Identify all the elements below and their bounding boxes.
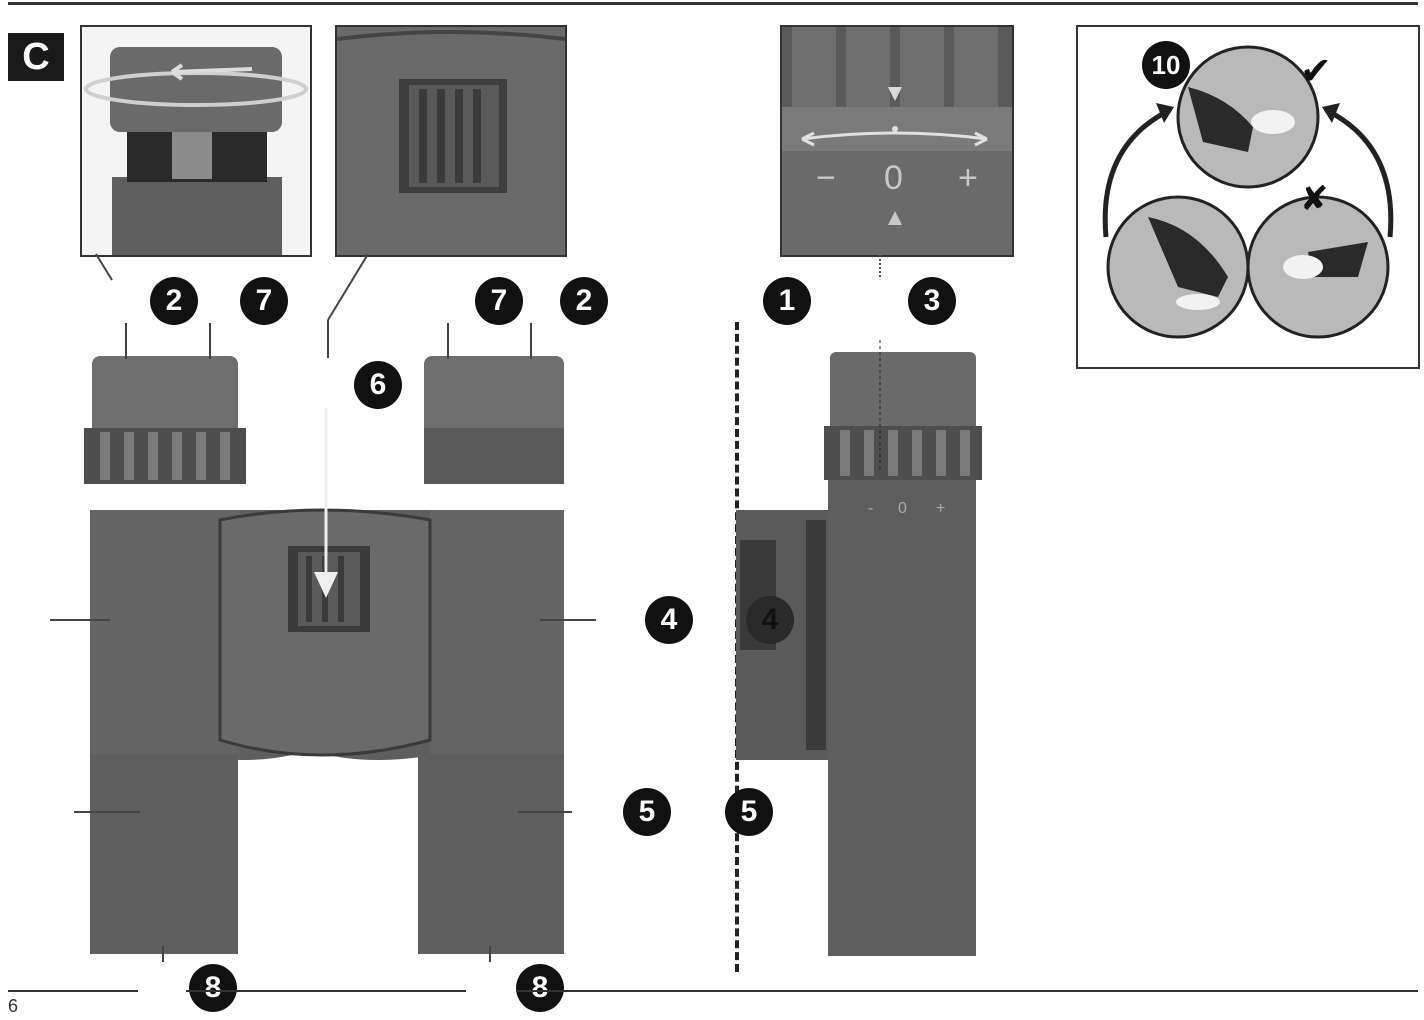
eyecup-inset (80, 25, 312, 257)
focus-wheel-illustration (337, 27, 565, 255)
bottom-rule-middle (186, 990, 466, 992)
callout-2-left: 2 (150, 277, 198, 325)
inset-leader-lines (95, 253, 369, 358)
side-scale-plus: + (936, 500, 946, 517)
side-scale-minus: - (868, 500, 874, 517)
callout-2-right: 2 (560, 277, 608, 325)
callout-6: 6 (354, 361, 402, 409)
callout-1: 1 (763, 277, 811, 325)
focus-wheel-inset (335, 25, 567, 257)
side-scale-zero: 0 (898, 500, 907, 517)
bottom-rule-left (8, 990, 138, 992)
callout-7-left: 7 (240, 277, 288, 325)
callout-3: 3 (908, 277, 956, 325)
wrong-cross: ✘ (1300, 179, 1329, 219)
leader-line-7a (209, 323, 211, 359)
leader-line-5b (518, 811, 572, 813)
page-number: 6 (8, 996, 19, 1016)
diopter-plus-label: + (958, 159, 978, 197)
eyecup-illustration (82, 27, 310, 255)
top-rule (8, 2, 1418, 5)
section-label: C (8, 33, 64, 81)
leader-line-4a (50, 619, 110, 621)
diopter-minus-label: − (816, 159, 836, 197)
alignment-illustration (1102, 45, 1394, 339)
diopter-inset: − 0 + (780, 25, 1014, 257)
callout-10: 10 (1142, 41, 1190, 89)
diopter-zero-label: 0 (884, 159, 903, 197)
leader-line-2b (530, 323, 532, 359)
callout-4-right: 4 (746, 596, 794, 644)
callout-8-right: 8 (516, 964, 564, 1012)
leader-line-5a (74, 811, 140, 813)
binoculars-side-view (736, 340, 982, 956)
diopter-leader-line (879, 255, 881, 277)
binoculars-front-view (84, 356, 564, 954)
leader-line-7b (447, 323, 449, 359)
callout-7-right: 7 (475, 277, 523, 325)
callout-5-right: 5 (725, 788, 773, 836)
leader-line-8a (162, 946, 164, 962)
callout-4-left: 4 (645, 596, 693, 644)
correct-checkmark: ✔ (1300, 49, 1332, 93)
bottom-rule-right (516, 990, 1418, 992)
diopter-illustration (782, 27, 1012, 255)
leader-line-2a (125, 323, 127, 359)
leader-line-4b (540, 619, 596, 621)
callout-8-left: 8 (189, 964, 237, 1012)
alignment-inset: ✔ ✘ 10 (1076, 25, 1420, 369)
callout-5-left: 5 (623, 788, 671, 836)
leader-line-8b (489, 946, 491, 962)
